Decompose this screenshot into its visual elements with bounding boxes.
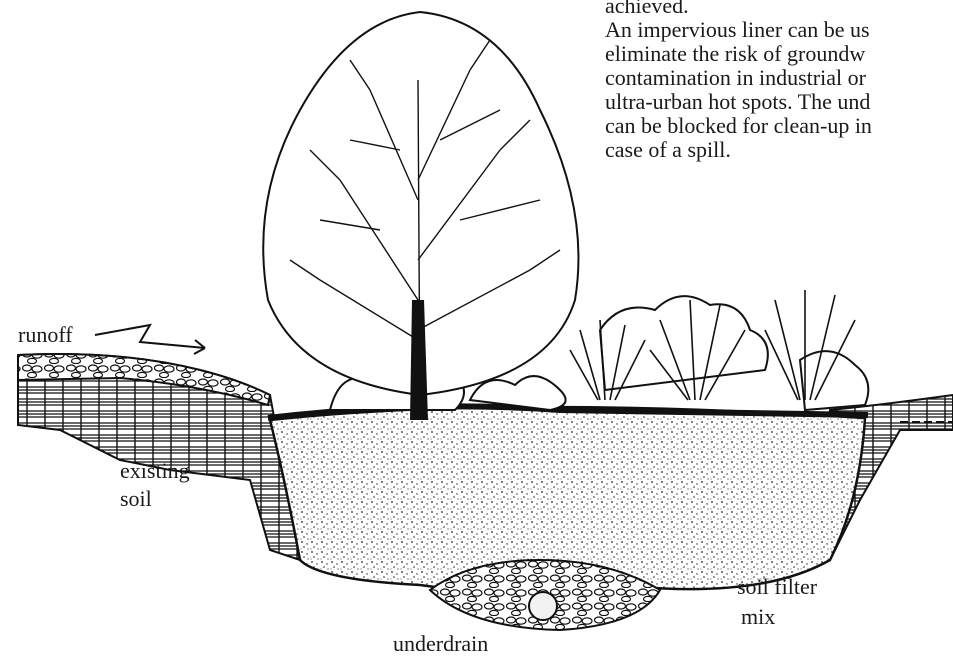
caption-line: An impervious liner can be us	[605, 18, 953, 42]
caption-line: eliminate the risk of groundw	[605, 42, 953, 66]
caption-line: can be blocked for clean-up in	[605, 114, 953, 138]
tree	[263, 12, 578, 420]
runoff-label: runoff	[18, 322, 73, 348]
caption-line: contamination in industrial or	[605, 66, 953, 90]
underdrain-pipe	[529, 592, 557, 620]
underdrain-label: underdrain	[393, 631, 488, 657]
existing-soil-label-line2: soil	[120, 486, 152, 512]
runoff-arrow	[95, 325, 205, 348]
caption-line: ultra-urban hot spots. The und	[605, 90, 953, 114]
existing-soil-left	[18, 354, 300, 560]
caption-line: achieved.	[605, 0, 953, 18]
caption-line: case of a spill.	[605, 138, 953, 162]
caption-text-block: achieved. An impervious liner can be us …	[605, 0, 953, 162]
soil-filter-mix-label-line2: mix	[741, 604, 775, 630]
existing-soil-label-line1: existing	[120, 458, 190, 484]
soil-filter-mix-label-line1: soil filter	[737, 574, 817, 600]
